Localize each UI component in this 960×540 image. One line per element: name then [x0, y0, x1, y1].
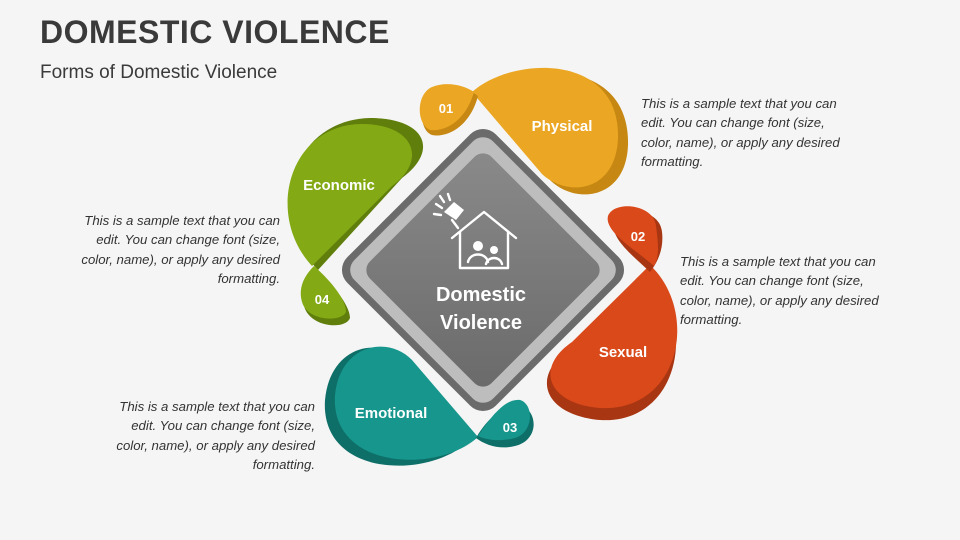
description-physical: This is a sample text that you can edit.… — [641, 96, 840, 170]
petal-sexual — [546, 206, 678, 421]
center-title-line1: Domestic — [436, 284, 526, 306]
petal-physical — [419, 67, 629, 195]
number-01: 01 — [439, 101, 453, 116]
label-emotional: Emotional — [355, 405, 428, 422]
number-04: 04 — [315, 292, 330, 307]
center-title-line2: Violence — [440, 312, 522, 334]
description-economic: This is a sample text that you can edit.… — [81, 213, 280, 287]
page-subtitle: Forms of Domestic Violence — [40, 62, 278, 83]
label-sexual: Sexual — [599, 344, 647, 361]
house-family-icon — [432, 192, 518, 270]
petal-emotional — [324, 346, 534, 466]
number-03: 03 — [503, 420, 517, 435]
number-02: 02 — [631, 229, 645, 244]
description-emotional: This is a sample text that you can edit.… — [116, 399, 315, 473]
label-economic: Economic — [303, 177, 375, 194]
center-diamond — [341, 128, 625, 412]
description-sexual: This is a sample text that you can edit.… — [680, 254, 879, 328]
page-title: DOMESTIC VIOLENCE — [40, 14, 390, 50]
petal-economic — [287, 118, 424, 326]
label-physical: Physical — [532, 118, 593, 135]
